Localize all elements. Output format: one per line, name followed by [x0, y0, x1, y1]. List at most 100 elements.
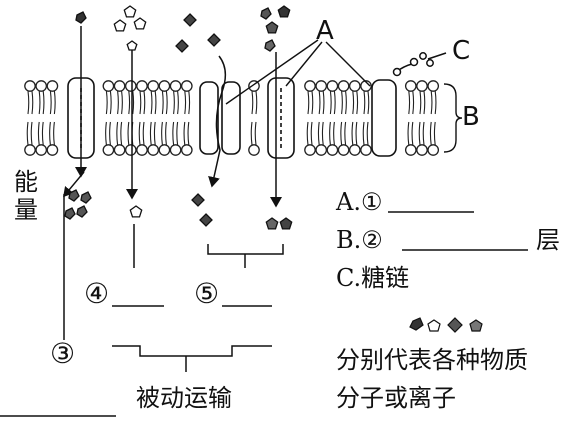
phospholipid-tail [161, 90, 164, 115]
phospholipid-tail [138, 121, 141, 146]
phospholipid-head [416, 80, 428, 92]
phospholipid-head [124, 144, 137, 156]
phospholipid-head [102, 144, 115, 156]
phospholipid-tail [127, 121, 130, 146]
phospholipid-tail [333, 90, 336, 115]
phospholipid-tail [255, 90, 258, 115]
phospholipid-tail [251, 90, 254, 115]
legend-text-1: 分别代表各种物质 [336, 346, 528, 374]
phospholipid-head [24, 80, 36, 92]
phospholipid-tail [128, 90, 131, 115]
phospholipid-head [326, 80, 339, 92]
phospholipid-head [248, 144, 260, 156]
phospholipid-tail [422, 121, 425, 146]
molecule [199, 213, 213, 227]
phospholipid-head [348, 144, 361, 156]
phospholipid-tail [411, 121, 414, 146]
phospholipid-tail [317, 121, 320, 146]
sugar-chain [392, 52, 447, 77]
phospholipid-tail [310, 121, 313, 146]
molecule [191, 193, 205, 207]
passive-transport-label: 被动运输 [136, 384, 232, 412]
phospholipid-head [136, 80, 148, 92]
phospholipid-tail [429, 121, 432, 146]
bracket-5 [207, 244, 284, 255]
phospholipid-tail [419, 90, 422, 115]
phospholipid-head [304, 80, 316, 92]
phospholipid-head [46, 144, 59, 156]
phospholipid-tail [117, 90, 119, 115]
answer-B-prefix: B.② [336, 226, 383, 254]
phospholipid-head [113, 144, 126, 156]
label-C: C [452, 36, 471, 66]
molecule [113, 19, 127, 32]
phospholipid-tail [173, 90, 175, 115]
passive-bracket [112, 345, 272, 357]
molecule [260, 7, 272, 20]
phospholipid-head [35, 144, 48, 156]
phospholipid-tail [105, 121, 107, 146]
molecule [175, 39, 189, 53]
phospholipid-tail [116, 121, 119, 146]
phospholipid-tail [121, 90, 123, 115]
phospholipid-tail [42, 90, 45, 115]
phospholipid-tail [356, 90, 359, 115]
answer-B-suffix: 层 [536, 226, 560, 254]
phospholipid-tail [161, 121, 163, 146]
phospholipid-tail [355, 121, 358, 146]
phospholipid-tail [363, 90, 366, 115]
phospholipid-tail [53, 90, 56, 115]
phospholipid-tail [143, 90, 146, 115]
molecule [68, 189, 80, 202]
phospholipid-tail [367, 90, 370, 115]
phospholipid-tail [307, 90, 310, 115]
phospholipid-head [24, 144, 36, 156]
molecule [76, 205, 88, 218]
molecule [277, 5, 291, 18]
phospholipid-tail [351, 121, 354, 146]
phospholipid-tail [142, 121, 145, 146]
phospholipid-head [315, 80, 328, 92]
phospholipid-tail [318, 90, 321, 115]
phospholipid-head [427, 80, 440, 92]
phospholipid-tail [38, 90, 41, 115]
arrow-channel [208, 55, 227, 188]
legend-icons [409, 317, 483, 333]
phospholipid-tail [434, 90, 437, 115]
phospholipid-head [124, 80, 137, 92]
label-num-3: ③ [50, 337, 76, 370]
phospholipid-tail [418, 121, 421, 146]
phospholipid-tail [333, 121, 335, 146]
phospholipid-tail [340, 121, 343, 146]
phospholipid-tail [433, 121, 436, 146]
phospholipid-tail [177, 90, 179, 115]
leader-lines [63, 39, 463, 198]
phospholipid-tail [154, 90, 157, 115]
leader-A-2 [285, 41, 323, 87]
phospholipid-tail [30, 121, 33, 146]
label-A: A [316, 16, 334, 46]
phospholipid-head [147, 144, 160, 156]
label-num-4: ④ [84, 277, 110, 310]
phospholipid-head [416, 144, 428, 156]
phospholipid-head [102, 80, 115, 92]
phospholipid-tail [176, 121, 179, 146]
phospholipid-tail [172, 121, 175, 146]
phospholipid-tail [188, 90, 191, 115]
molecule [80, 191, 92, 204]
phospholipid-tail [184, 90, 187, 115]
phospholipid-head [35, 80, 48, 92]
label-num-5: ⑤ [194, 277, 220, 310]
molecule [207, 33, 221, 47]
answer-lines [0, 194, 528, 417]
phospholipid-head [46, 80, 59, 92]
phospholipid-head [304, 144, 316, 156]
phospholipid-head [180, 144, 193, 156]
phospholipid-tail [322, 90, 325, 115]
phospholipid-tail [105, 90, 108, 115]
phospholipid-tail [254, 121, 257, 146]
phospholipid-head [158, 144, 171, 156]
phospholipid-tail [120, 121, 123, 146]
